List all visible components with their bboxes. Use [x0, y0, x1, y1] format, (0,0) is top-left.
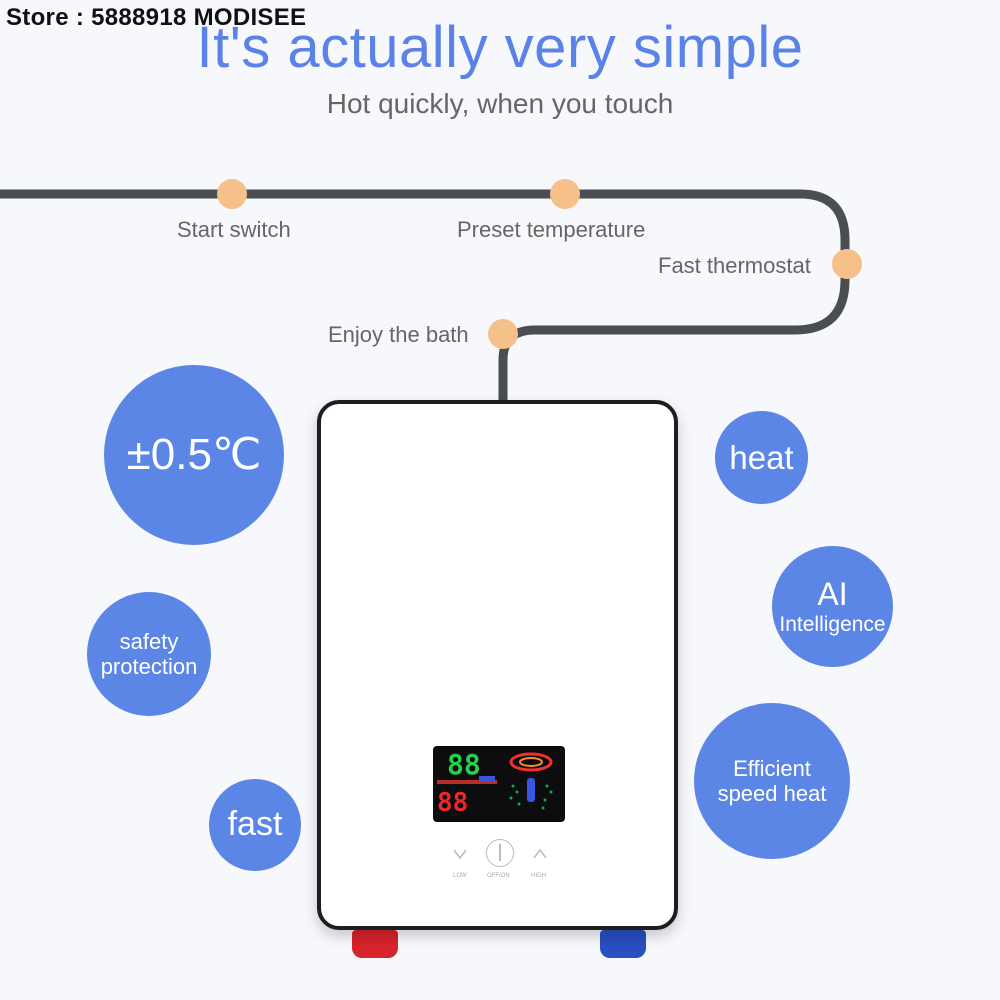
power-label: OFF/ON — [487, 873, 510, 879]
store-label: Store : 5888918 MODISEE — [6, 4, 307, 31]
step-dot-preset — [550, 179, 580, 209]
heat-text: heat — [729, 438, 794, 476]
display-blue-indicator — [479, 776, 495, 781]
step-dot-thermostat — [832, 249, 862, 279]
ai-bubble: AI Intelligence — [772, 546, 893, 667]
display-indicator-bar — [437, 780, 497, 784]
cold-water-pipe — [600, 930, 646, 958]
subtitle: Hot quickly, when you touch — [326, 88, 674, 119]
efficient-line1: Efficient — [733, 755, 811, 781]
safety-line2: protection — [100, 654, 198, 679]
safety-bubble: safety protection — [87, 592, 211, 716]
efficient-bubble: Efficient speed heat — [694, 703, 850, 859]
flame-icon — [509, 752, 553, 810]
display-bottom-digits: 88 — [437, 788, 469, 818]
step-label-preset: Preset temperature — [457, 217, 646, 242]
display-top-digits: 88 — [447, 748, 481, 781]
cable — [0, 189, 850, 407]
ai-subtitle: Intelligence — [779, 612, 886, 636]
power-button[interactable] — [486, 839, 514, 867]
headline: It's actually very simple — [196, 15, 804, 80]
precision-bubble: ±0.5℃ — [104, 365, 284, 545]
hot-water-pipe — [352, 930, 398, 958]
efficient-line2: speed heat — [717, 781, 827, 806]
heat-bubble: heat — [715, 411, 808, 504]
fast-bubble: fast — [209, 779, 301, 871]
step-label-thermostat: Fast thermostat — [658, 253, 811, 278]
power-icon — [499, 844, 501, 861]
step-label-start: Start switch — [177, 217, 291, 242]
safety-line1: safety — [119, 628, 179, 654]
low-label: LOW — [453, 873, 467, 879]
led-display: 88 88 — [433, 746, 565, 822]
step-dot-start — [217, 179, 247, 209]
high-chevron-icon[interactable] — [532, 848, 548, 860]
ai-title: AI — [817, 576, 848, 613]
step-label-enjoy: Enjoy the bath — [328, 322, 469, 347]
step-dot-enjoy — [488, 319, 518, 349]
fast-text: fast — [227, 805, 283, 844]
precision-text: ±0.5℃ — [126, 429, 262, 479]
low-chevron-icon[interactable] — [452, 848, 468, 860]
high-label: HIGH — [531, 873, 546, 879]
